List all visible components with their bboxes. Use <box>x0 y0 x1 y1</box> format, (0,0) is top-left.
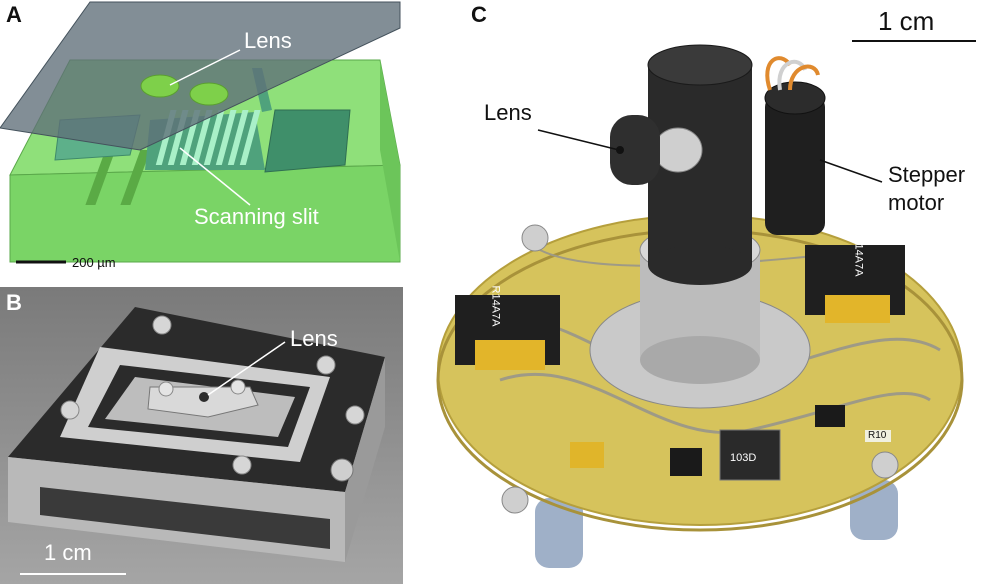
lens-b <box>199 392 209 402</box>
scale-bar-c <box>852 40 976 42</box>
lens-label-b: Lens <box>290 326 338 351</box>
lens-a-2 <box>189 82 229 106</box>
panel-b-photo <box>0 287 403 584</box>
stepper-motor <box>765 95 825 235</box>
scale-label-a: 200 µm <box>72 255 116 270</box>
lens-label-c: Lens <box>484 100 532 125</box>
scale-label-b: 1 cm <box>44 540 92 565</box>
lens-holder <box>610 115 660 185</box>
component-label-left: R14A7A <box>489 285 502 327</box>
motor-c-leader <box>819 159 883 183</box>
scanning-slit-label: Scanning slit <box>194 204 319 229</box>
lens-a-leader <box>169 49 241 86</box>
lens-label-a: Lens <box>244 28 292 53</box>
panel-c-letter: C <box>471 2 487 27</box>
lens-a-1 <box>140 74 180 98</box>
slit-a-leader <box>179 147 251 206</box>
scale-label-c: 1 cm <box>878 6 935 36</box>
glass-lid <box>0 1 401 151</box>
lens-b-leader <box>207 341 286 396</box>
component-label-chip: 103D <box>730 452 757 464</box>
panel-a-letter: A <box>6 2 22 27</box>
component-label-resistor: R10 <box>868 430 887 441</box>
pad-right <box>264 109 351 173</box>
panel-c-photo <box>420 20 992 584</box>
lens-c-leader <box>537 129 620 151</box>
stepper-motor-label-line1: Stepper <box>888 162 966 187</box>
lens-c <box>616 146 624 154</box>
panel-b-letter: B <box>6 290 22 315</box>
stepper-motor-label-line2: motor <box>888 190 945 215</box>
panel-a-illustration <box>0 0 410 280</box>
component-label-right: R14A7A <box>852 235 865 277</box>
